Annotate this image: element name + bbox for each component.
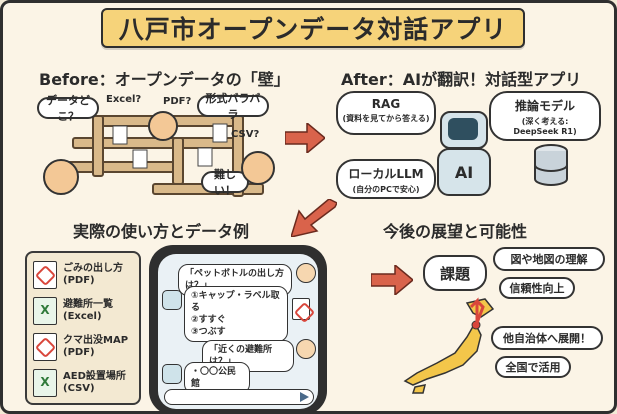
label-excel: Excel? [106, 94, 142, 105]
robot-head-icon [440, 111, 488, 149]
speech-bubble-where: データどこ？ [37, 94, 99, 123]
model-sub-2: DeepSeek R1) [513, 127, 577, 136]
woman-person-icon [241, 151, 275, 185]
doc-name: ごみの出し方 [63, 263, 123, 274]
robot-ai-label: AI [454, 162, 474, 182]
doc-type: (CSV) [63, 383, 95, 394]
answer-step-1: ①キャップ・ラベル取る [191, 291, 280, 313]
japan-map-icon [403, 297, 495, 394]
rag-title: RAG [371, 97, 401, 111]
thinking-person-icon [148, 111, 178, 141]
user-avatar-icon [296, 263, 316, 283]
pdf-icon [33, 333, 57, 361]
database-icon [534, 144, 568, 186]
doc-name: AED設置場所 [63, 371, 126, 382]
robot-avatar-icon [162, 290, 182, 310]
issues-box: 課題 [423, 255, 487, 291]
pdf-reference-icon [292, 298, 310, 320]
future-item-reliability: 信頼性向上 [499, 277, 575, 299]
label-pdf: PDF? [163, 96, 192, 107]
future-heading: 今後の展望と可能性 [383, 222, 528, 241]
reasoning-model-bubble: 推論モデル (深く考える: DeepSeek R1) [489, 91, 601, 141]
confused-person-icon [43, 159, 79, 195]
excel-icon [33, 369, 57, 397]
user-avatar-icon [296, 339, 316, 359]
future-item-nationwide: 全国で活用 [495, 356, 571, 378]
down-left-arrow-icon [291, 199, 337, 237]
doc-type: (Excel) [63, 311, 102, 322]
title-banner: 八戸市オープンデータ対話アプリ [101, 8, 525, 48]
smartphone-frame: 「ペットボトルの出し方は？」 ①キャップ・ラベル取る ②すすぐ ③つぶす 「近く… [149, 245, 327, 411]
local-sub: (自分のPCで安心) [352, 185, 420, 194]
robot-body-icon: AI [437, 148, 491, 196]
local-title: ローカルLLM [348, 167, 424, 181]
right-arrow-icon [371, 265, 413, 295]
excel-icon [33, 297, 57, 325]
send-icon[interactable] [300, 392, 309, 402]
rag-sub: (資料を見てから答える) [342, 114, 430, 123]
answer-step-2: ②すすぐ [191, 315, 226, 325]
doc-item-garbage[interactable]: ごみの出し方 (PDF) [33, 261, 123, 289]
answer-step-3: ③つぶす [191, 327, 226, 337]
right-arrow-icon [285, 123, 325, 153]
pdf-icon [33, 261, 57, 289]
chat-input[interactable] [164, 389, 314, 405]
doc-item-aed[interactable]: AED設置場所 (CSV) [33, 369, 126, 397]
before-heading: Before：オープンデータの「壁」 [39, 70, 290, 89]
document-list: ごみの出し方 (PDF) 避難所一覧 (Excel) クマ出没MAP (PDF)… [25, 251, 141, 405]
chat-screen: 「ペットボトルの出し方は？」 ①キャップ・ラベル取る ②すすぐ ③つぶす 「近く… [158, 254, 318, 409]
robot-avatar-icon [162, 364, 182, 384]
speech-bubble-formats: 形式バラバラ [197, 92, 269, 121]
label-csv: CSV? [231, 129, 260, 140]
doc-type: (PDF) [63, 347, 95, 358]
data-maze-illustration [62, 115, 264, 197]
speech-bubble-difficult: 難しい！ [201, 168, 249, 197]
local-llm-bubble: ローカルLLM (自分のPCで安心) [336, 159, 436, 199]
after-heading: After：AIが翻訳！対話型アプリ [341, 70, 582, 89]
future-item-other-cities: 他自治体へ展開！ [491, 326, 603, 350]
doc-item-shelter[interactable]: 避難所一覧 (Excel) [33, 297, 113, 325]
doc-item-bear-map[interactable]: クマ出没MAP (PDF) [33, 333, 128, 361]
doc-name: 避難所一覧 [63, 299, 113, 310]
rag-bubble: RAG (資料を見てから答える) [336, 91, 436, 135]
usage-heading: 実際の使い方とデータ例 [73, 222, 250, 241]
page-title: 八戸市オープンデータ対話アプリ [118, 15, 508, 44]
doc-name: クマ出没MAP [63, 335, 129, 346]
model-sub-1: (深く考える: [521, 117, 569, 126]
future-item-maps: 図や地図の理解 [493, 247, 605, 271]
ai-answer-1: ①キャップ・ラベル取る ②すすぐ ③つぶす [184, 286, 288, 342]
doc-type: (PDF) [63, 275, 95, 286]
model-title: 推論モデル [514, 99, 575, 113]
